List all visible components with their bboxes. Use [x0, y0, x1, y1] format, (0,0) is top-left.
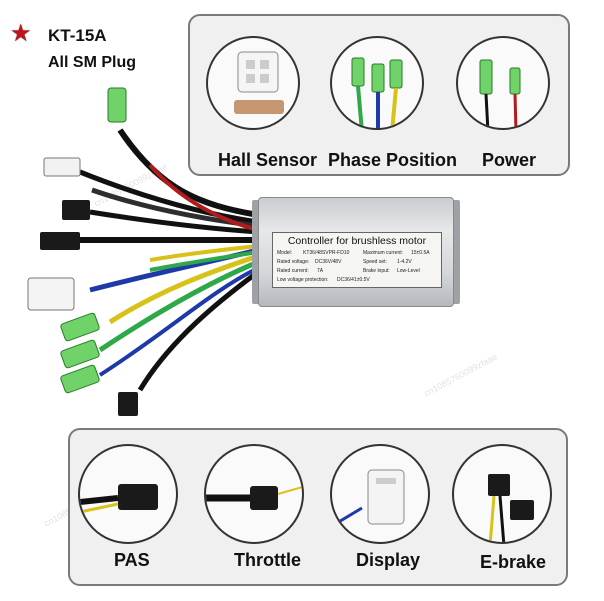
caption-power: Power — [482, 150, 537, 170]
spec-label: Low voltage protection: — [277, 277, 329, 283]
spec-value: 15±0.5A — [411, 250, 430, 256]
plug-label: All SM Plug — [48, 54, 136, 71]
caption-pas: PAS — [114, 550, 150, 570]
star-icon: ★ — [10, 20, 32, 47]
caption-throttle: Throttle — [234, 550, 301, 570]
power-connector-image — [456, 36, 550, 130]
caption-display: Display — [356, 550, 421, 570]
controller-title: Controller for brushless motor — [287, 235, 427, 247]
spec-value: DC36V/48V — [315, 259, 342, 265]
pas-connector-image — [78, 444, 178, 544]
spec-value: 7A — [317, 268, 324, 274]
spec-label: Brake input: — [363, 268, 390, 274]
spec-label: Model: — [277, 250, 293, 256]
spec-label: Rated current: — [277, 268, 309, 274]
model-label: KT-15A — [48, 26, 107, 45]
hall-sensor-connector-image — [206, 36, 300, 130]
caption-phase-position: Phase Position — [328, 150, 458, 170]
caption-hall-sensor: Hall Sensor — [218, 150, 318, 170]
controller-endcap — [450, 200, 460, 304]
bottom-connector-panel: PAS Throttle Display E-brake — [68, 428, 568, 586]
phase-connector-image — [330, 36, 424, 130]
spec-label: Rated voltage: — [277, 259, 310, 265]
controller-label-plate: Controller for brushless motor Model: KT… — [272, 232, 442, 288]
caption-e-brake: E-brake — [480, 552, 547, 572]
controller-endcap — [252, 200, 262, 304]
spec-value: KT36/48SVPR-FD10 — [303, 250, 350, 256]
spec-label: Speed set: — [363, 259, 387, 265]
display-connector-image — [330, 444, 430, 544]
throttle-connector-image — [204, 444, 304, 544]
spec-value: DC36/41±0.5V — [337, 277, 370, 283]
spec-value: 1-4.2V — [397, 259, 412, 265]
product-badge: ★ KT-15A All SM Plug — [8, 20, 158, 80]
top-connector-panel: Hall Sensor Phase Position Power — [188, 14, 570, 176]
ebrake-connector-image — [452, 444, 552, 544]
spec-value: Low-Level — [397, 268, 420, 274]
spec-label: Maximum current: — [363, 250, 404, 256]
